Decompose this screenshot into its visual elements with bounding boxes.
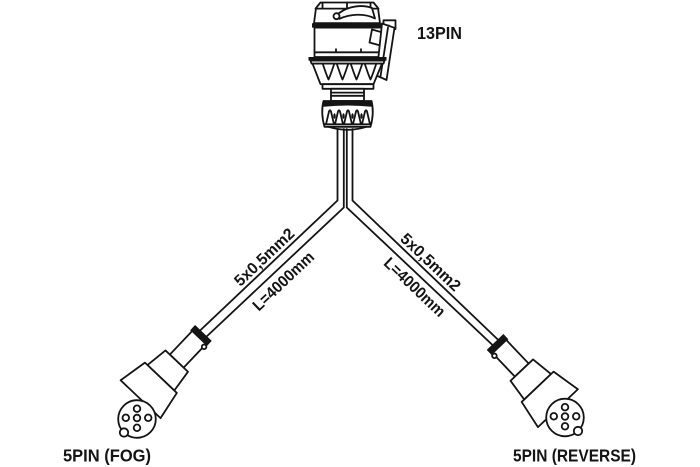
- skirt-ring: [321, 83, 375, 90]
- cable-right-outer-line: [351, 128, 501, 342]
- gland-top-band: [323, 101, 372, 107]
- keyway-notch: [572, 425, 584, 437]
- neck-lines: [330, 91, 365, 97]
- latch-strap: [337, 5, 376, 20]
- connector-13pin-drawing: [308, 1, 397, 131]
- gland-drop: [351, 113, 354, 119]
- gland-drop: [342, 113, 345, 119]
- cable-harness: [197, 128, 501, 348]
- keyway-notch: [118, 427, 130, 438]
- body-detail-lines: [313, 48, 383, 54]
- lever-edge: [379, 26, 389, 78]
- cable-right-inner-line: [345, 128, 496, 348]
- collar-band: [312, 23, 384, 28]
- pin-face-fog: [117, 399, 157, 439]
- label-5pin-reverse: 5PIN (REVERSE): [513, 446, 636, 466]
- skirt-petals: [322, 63, 377, 81]
- cable-left-inner-line: [203, 128, 345, 340]
- latch-pivot: [332, 12, 341, 21]
- pin-face-reverse: [545, 397, 585, 438]
- label-5pin-fog: 5PIN (FOG): [63, 446, 151, 466]
- gland-drop: [333, 113, 336, 119]
- gland-drop: [360, 113, 363, 119]
- gland-teeth: [323, 109, 372, 126]
- label-13pin: 13PIN: [417, 23, 462, 43]
- cable-left-outer-line: [197, 128, 339, 333]
